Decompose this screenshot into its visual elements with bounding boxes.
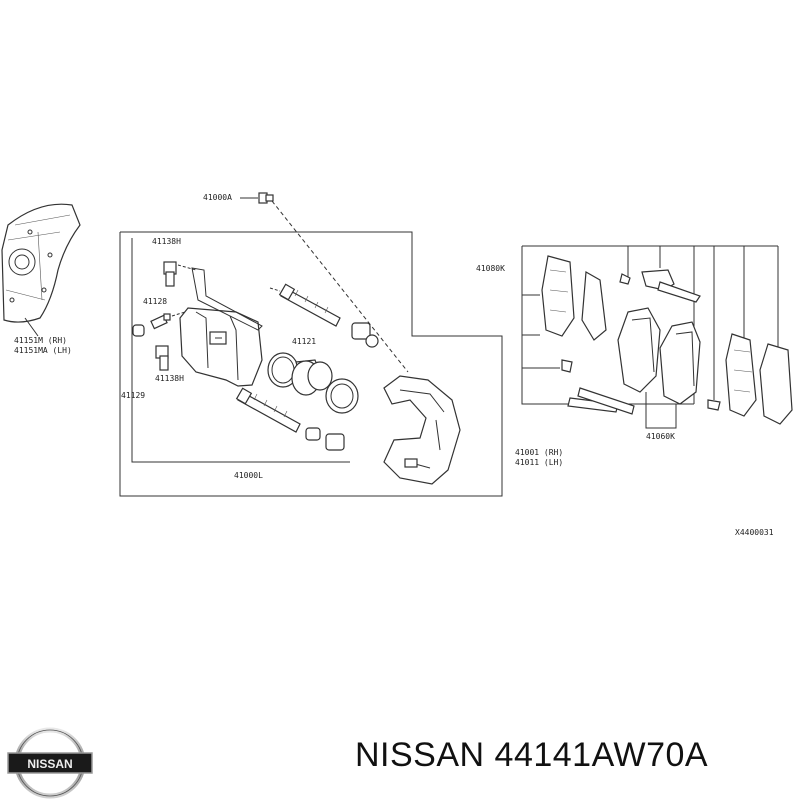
guide-bolt-lower xyxy=(155,345,169,371)
caliper-body xyxy=(179,267,263,387)
slide-pin-upper xyxy=(278,283,341,327)
caliper-bracket xyxy=(383,375,461,485)
guide-bolt-upper xyxy=(163,261,177,287)
label-drawing-id: X4400031 xyxy=(735,528,774,537)
part-title: NISSAN 44141AW70A xyxy=(355,736,709,774)
label-bleeder: 41128 xyxy=(143,297,167,306)
bleeder-screw xyxy=(150,313,171,330)
pin-boot-lower xyxy=(305,427,345,451)
pad-clip-top xyxy=(619,269,701,303)
label-cap: 41129 xyxy=(121,391,145,400)
label-splash-lh: 41151MA (LH) xyxy=(14,346,72,355)
retainer-clips xyxy=(567,387,635,415)
wear-indicator xyxy=(707,399,721,411)
label-bracket-lh: 41011 (LH) xyxy=(515,458,563,467)
clip-small xyxy=(561,359,573,373)
top-bolt xyxy=(258,192,274,204)
pad-shim-right xyxy=(725,333,793,425)
label-bracket-rh: 41001 (RH) xyxy=(515,448,563,457)
logo-text: NISSAN xyxy=(27,757,72,771)
label-bolt-h-lower: 41138H xyxy=(155,374,184,383)
label-splash-rh: 41151M (RH) xyxy=(14,336,67,345)
pad-shim-left xyxy=(541,255,607,341)
dust-boot xyxy=(325,378,359,414)
label-bolt-top: 41000A xyxy=(203,193,232,202)
label-bolt-h-upper: 41138H xyxy=(152,237,181,246)
piston xyxy=(291,359,333,396)
label-seal: 41121 xyxy=(292,337,316,346)
splash-guard xyxy=(1,203,81,337)
pad-kit-frame xyxy=(521,245,779,405)
label-pads: 41060K xyxy=(646,432,675,441)
caliper-frame xyxy=(119,231,503,497)
slide-pin-lower xyxy=(235,387,301,433)
label-pad-kit: 41080K xyxy=(476,264,505,273)
nissan-logo: NISSAN xyxy=(7,727,93,799)
brake-pad-outer xyxy=(659,321,701,405)
bleeder-cap xyxy=(132,324,145,337)
pin-boot-upper xyxy=(351,322,379,348)
label-caliper-assy: 41000L xyxy=(234,471,263,480)
brake-pad-inner xyxy=(617,307,661,393)
